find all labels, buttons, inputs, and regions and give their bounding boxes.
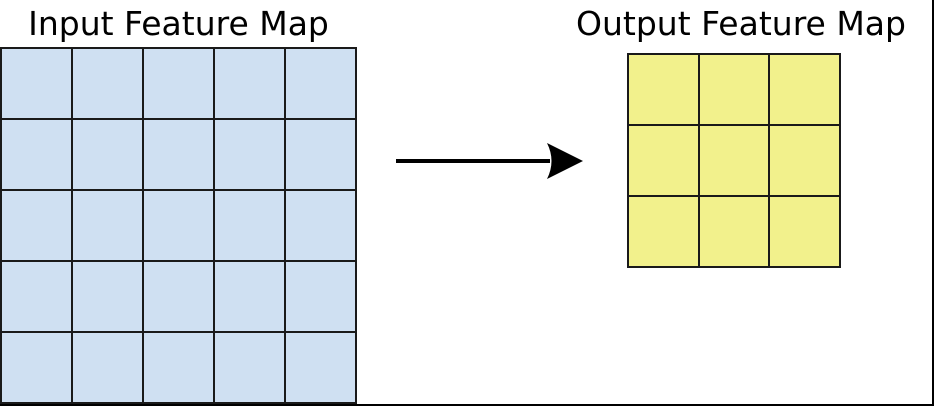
right-arrow-icon: [390, 128, 600, 194]
grid-cell: [144, 262, 213, 331]
grid-cell: [286, 49, 355, 118]
grid-cell: [215, 333, 284, 402]
grid-cell: [629, 55, 698, 124]
grid-cell: [2, 333, 71, 402]
grid-cell: [144, 333, 213, 402]
grid-cell: [286, 191, 355, 260]
grid-cell: [2, 191, 71, 260]
grid-cell: [73, 49, 142, 118]
grid-cell: [73, 191, 142, 260]
grid-cell: [286, 262, 355, 331]
grid-cell: [2, 49, 71, 118]
output-feature-map-grid: [627, 53, 841, 268]
grid-cell: [144, 49, 213, 118]
grid-cell: [73, 120, 142, 189]
grid-cell: [770, 126, 839, 195]
grid-cell: [215, 120, 284, 189]
grid-cell: [699, 197, 769, 266]
grid-cell: [286, 120, 355, 189]
grid-cell: [215, 49, 284, 118]
grid-cell: [144, 120, 213, 189]
grid-cell: [215, 191, 284, 260]
grid-cell: [699, 126, 769, 195]
grid-cell: [286, 333, 355, 402]
grid-cell: [699, 55, 769, 124]
grid-cell: [2, 120, 71, 189]
grid-cell: [770, 55, 839, 124]
grid-cell: [2, 262, 71, 331]
grid-cell: [770, 197, 839, 266]
grid-cell: [73, 333, 142, 402]
input-feature-map-title: Input Feature Map: [28, 4, 329, 43]
grid-cell: [629, 197, 698, 266]
grid-cell: [629, 126, 698, 195]
output-feature-map-title: Output Feature Map: [576, 4, 906, 43]
grid-cell: [73, 262, 142, 331]
grid-cell: [144, 191, 213, 260]
input-feature-map-grid: [0, 47, 357, 404]
grid-cell: [215, 262, 284, 331]
